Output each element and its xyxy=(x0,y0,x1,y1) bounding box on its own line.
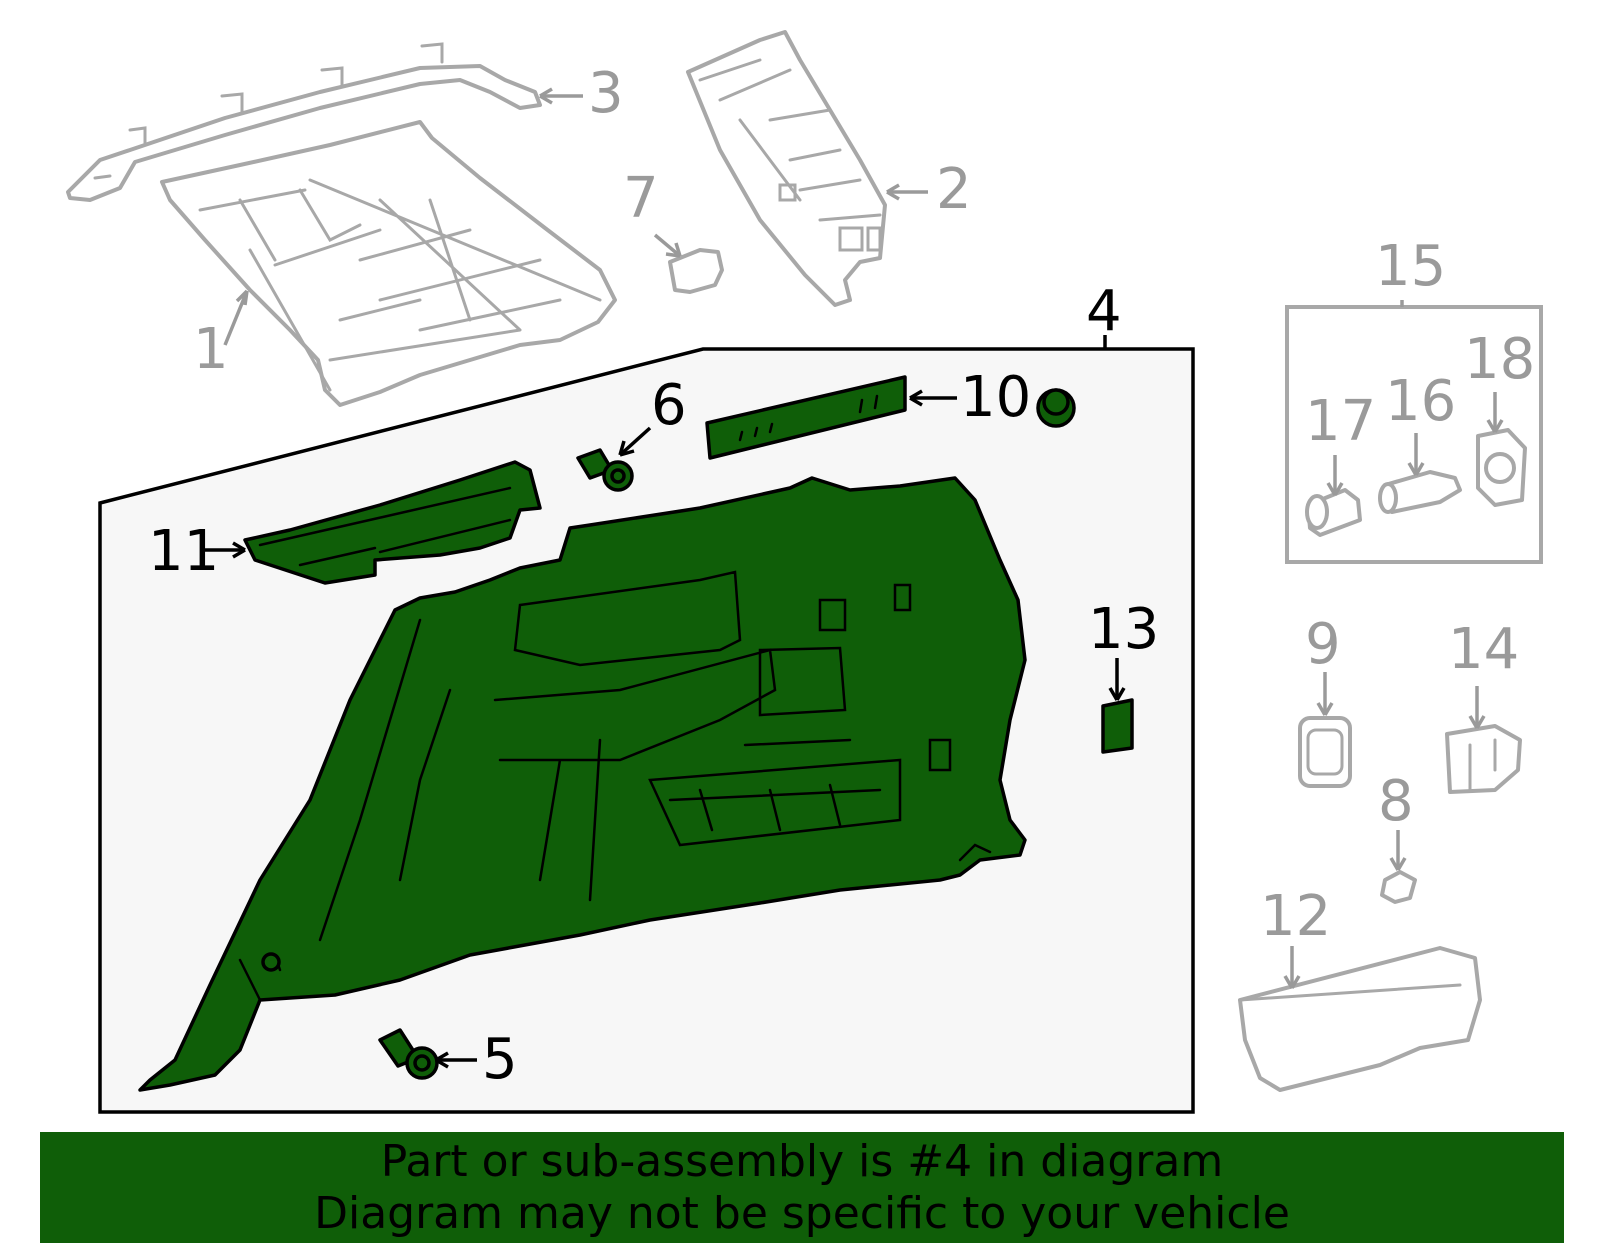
part-10-strip xyxy=(705,375,907,460)
part-6-clip xyxy=(576,448,634,492)
callout-10: 10 xyxy=(960,365,1031,430)
part-info-banner: Part or sub-assembly is #4 in diagram Di… xyxy=(40,1132,1564,1243)
part-18-socket xyxy=(1476,428,1527,507)
banner-line-1: Part or sub-assembly is #4 in diagram xyxy=(380,1136,1224,1187)
part-4-quarter-panel xyxy=(138,476,1027,1092)
callout-16: 16 xyxy=(1385,369,1456,434)
callout-18: 18 xyxy=(1464,327,1535,392)
callout-13: 13 xyxy=(1088,597,1159,662)
callout-9: 9 xyxy=(1305,612,1341,677)
part-10-nut xyxy=(1036,388,1076,428)
part-3-trim-rail xyxy=(66,42,542,202)
callout-3: 3 xyxy=(588,61,624,126)
part-12-module xyxy=(1238,946,1482,1092)
callout-5: 5 xyxy=(482,1027,518,1092)
callout-6: 6 xyxy=(651,373,687,438)
callout-15: 15 xyxy=(1375,234,1446,299)
part-9-lens xyxy=(1298,716,1352,788)
callout-1: 1 xyxy=(193,317,229,382)
part-5-clip xyxy=(378,1028,439,1080)
leader-lines xyxy=(200,87,1504,1069)
callout-12: 12 xyxy=(1260,884,1331,949)
callout-11: 11 xyxy=(148,519,219,584)
part-7-cap xyxy=(668,248,724,294)
part-17-bulb xyxy=(1305,488,1362,537)
part-13-cover xyxy=(1101,698,1134,754)
part-1-upper-panel xyxy=(160,120,617,407)
part-8-clip xyxy=(1380,870,1417,904)
part-2-side-panel xyxy=(686,30,887,307)
callout-8: 8 xyxy=(1378,769,1414,834)
callout-2: 2 xyxy=(936,157,972,222)
part-11-tray xyxy=(243,460,542,585)
callout-7: 7 xyxy=(623,166,659,231)
callout-17: 17 xyxy=(1305,389,1376,454)
callout-4: 4 xyxy=(1086,279,1122,344)
part-14-switch xyxy=(1445,724,1522,794)
banner-line-2: Diagram may not be specific to your vehi… xyxy=(314,1188,1290,1239)
callout-14: 14 xyxy=(1448,617,1519,682)
part-16-bulb xyxy=(1378,470,1462,514)
